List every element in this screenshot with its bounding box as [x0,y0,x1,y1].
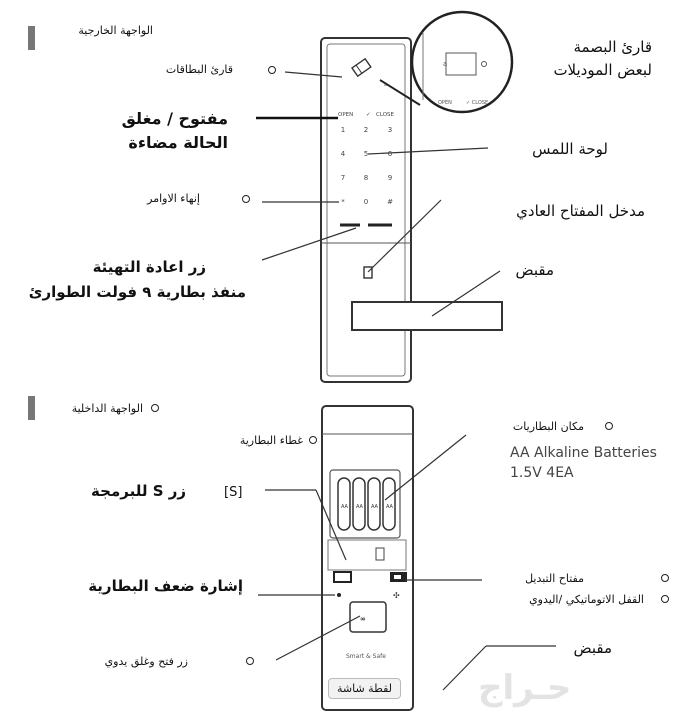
keypad: 1 2 3 4 5 6 7 8 9 * 0 # [341,126,393,206]
low-battery-label: إشارة ضعف البطارية [88,577,243,595]
section-marker-outer [28,26,35,50]
svg-text:a: a [443,60,447,68]
s-button-label: زر S للبرمجة [91,482,186,500]
svg-text:OPEN: OPEN [438,100,452,106]
finish-commands-bullet [242,195,250,203]
svg-text:AA: AA [341,504,349,510]
outer-handle-label: مقبض [515,261,554,279]
svg-text:AA: AA [371,504,379,510]
auto-manual-lock-label: القفل الاتوماتيكي /اليدوي [529,593,644,606]
key-star: * [341,198,345,206]
switch-key-bullet [661,574,669,582]
battery-spec-2: 1.5V 4EA [510,465,574,481]
batteries: AA AA AA AA [337,477,396,531]
svg-text:OPEN: OPEN [338,112,353,118]
outer-lock-body [320,37,412,383]
svg-text:✓: ✓ [366,112,371,118]
low-battery-indicator [333,571,352,583]
card-reader-label: قارئ البطاقات [165,63,233,76]
s-marker-label: [S] [224,485,243,500]
key-3: 3 [388,126,392,134]
inner-handle-label: مقبض [573,639,612,657]
screenshot-tag: لقطة شاشة [328,678,402,699]
svg-text:a: a [384,82,387,88]
brand-text: Smart & Safe [346,653,386,660]
card-reader-bullet [268,66,276,74]
battery-place-label: مكان البطاريات [512,420,584,433]
watermark-logo: حـراج [478,668,572,708]
fingerprint-label-2: لبعض الموديلات [553,61,652,79]
key-4: 4 [341,150,346,158]
open-close-label-2: الحالة مضاءة [128,133,228,152]
inner-face-drawing: AA AA AA AA ✣ ∞ Smart & Safe [258,405,556,711]
outer-handle [351,301,503,331]
inner-heading: الواجهة الداخلية [71,402,143,415]
finish-commands-label: إنهاء الاوامر [147,192,200,205]
touchpad-label: لوحة اللمس [532,140,608,158]
auto-manual-lock-bullet [661,595,669,603]
open-close-label-1: مفتوح / مغلق [121,109,228,128]
manual-button-label: زر فتح وغلق يدوي [104,655,188,668]
key-9: 9 [388,174,392,182]
battery-spec-1: AA Alkaline Batteries [510,445,657,461]
key-entry-label: مدخل المفتاح العادي [516,202,645,220]
key-5: 5 [364,150,368,158]
fingerprint-zoom-circle [410,10,514,114]
key-cylinder [363,266,373,279]
outer-face-drawing: a OPEN ✓ CLOSE 1 2 3 4 5 6 7 8 9 * 0 # a… [256,10,514,383]
key-2: 2 [364,126,368,134]
battery-cover-bullet [309,436,317,444]
manual-lock-button [349,601,387,633]
svg-text:✓ CLOSE: ✓ CLOSE [466,100,488,106]
key-7: 7 [341,174,345,182]
key-8: 8 [364,174,368,182]
section-marker-inner [28,396,35,420]
inner-heading-bullet [151,404,159,412]
card-reader-icon [351,57,372,78]
manual-button-bullet [246,657,254,665]
switch-key-label: مفتاح التبديل [525,572,584,585]
key-1: 1 [341,126,345,134]
inner-lock-body [321,405,414,711]
battery-holder [329,469,401,539]
key-hash: # [387,198,393,206]
svg-text:✣: ✣ [393,591,400,600]
reset-label-1: زر اعادة التهيئة [92,258,206,276]
svg-text:AA: AA [386,504,394,510]
fingerprint-label-1: قارئ البصمة [573,38,652,56]
battery-place-bullet [605,422,613,430]
key-6: 6 [388,150,393,158]
svg-text:∞: ∞ [360,615,366,623]
reset-label-2: منفذ بطارية ٩ فولت الطوارئ [28,283,246,301]
battery-cover-label: غطاء البطارية [239,434,303,447]
svg-text:CLOSE: CLOSE [376,112,395,118]
outer-heading: الواجهة الخارجية [78,24,153,37]
key-0: 0 [364,198,368,206]
svg-text:AA: AA [356,504,364,510]
